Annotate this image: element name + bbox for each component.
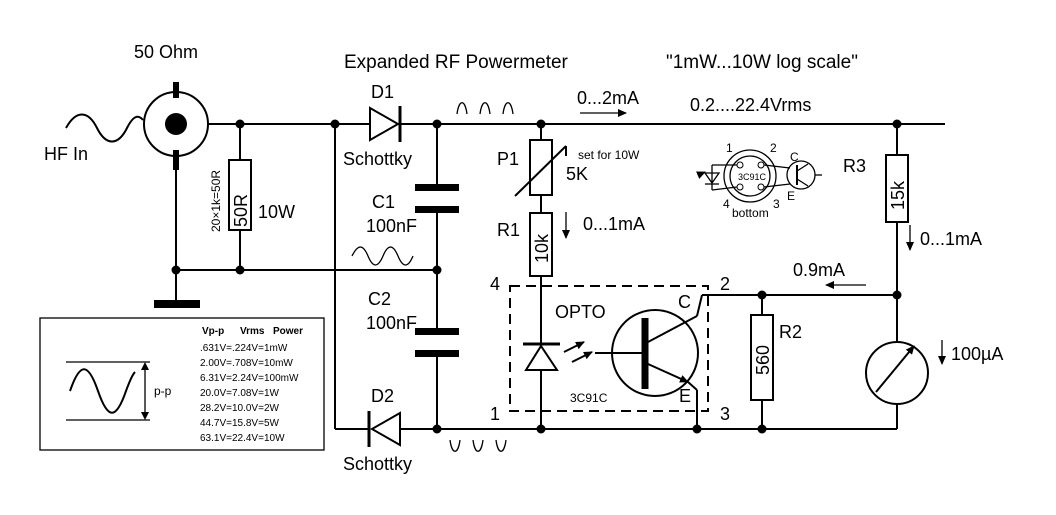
potentiometer-p1-value: 5K <box>566 164 588 184</box>
table-row: 44.7V=15.8V=5W <box>200 418 280 429</box>
table-row: 28.2V=10.0V=2W <box>200 403 280 414</box>
diode-d2-label: D2 <box>371 386 394 406</box>
top-voltage-label: 0.2....22.4Vrms <box>690 95 811 115</box>
load-resistor-power: 10W <box>258 202 295 222</box>
resistor-r2-value: 560 <box>753 345 773 375</box>
table-row: 2.00V=.708V=10mW <box>200 358 293 369</box>
top-current-label: 0...2mA <box>577 88 639 108</box>
potentiometer-p1 <box>514 139 567 197</box>
diode-d1 <box>369 106 402 142</box>
pinout-part-number: 3C91C <box>738 172 767 182</box>
opto-part-number: 3C91C <box>570 391 608 405</box>
diode-d2 <box>367 411 401 447</box>
ammeter <box>865 341 929 405</box>
capacitor-c2 <box>415 328 459 357</box>
potentiometer-p1-note: set for 10W <box>578 148 640 162</box>
pinout-pin-2: 2 <box>770 141 777 155</box>
diode-d1-label: D1 <box>371 82 394 102</box>
opto-phototransistor <box>595 309 699 397</box>
junction-dots <box>171 119 902 434</box>
r3-current-label: 0...1mA <box>920 229 982 249</box>
capacitor-c1-value: 100nF <box>366 216 417 236</box>
diode-d2-type: Schottky <box>343 454 412 474</box>
table-row: .631V=.224V=1mW <box>200 343 288 354</box>
resistor-r3-value: 15k <box>888 180 908 210</box>
table-row: 63.1V=22.4V=10W <box>200 433 285 444</box>
meter-range-label: 100µA <box>951 344 1003 364</box>
capacitor-c2-label: C2 <box>368 289 391 309</box>
resistor-r2-label: R2 <box>779 322 802 342</box>
opto-collector-label: C <box>678 292 691 312</box>
capacitor-c1 <box>415 184 459 213</box>
power-table: Vp-p Vrms Power .631V=.224V=1mW 2.00V=.7… <box>200 326 303 444</box>
return-current-label: 0.9mA <box>793 260 845 280</box>
pinout-emitter-label: E <box>787 189 795 203</box>
resistor-r2 <box>750 314 774 401</box>
load-resistor-value: 50R <box>231 194 251 227</box>
ac-sine-wave <box>351 246 414 266</box>
capacitor-c1-label: C1 <box>372 192 395 212</box>
connector-impedance-label: 50 Ohm <box>134 42 198 62</box>
table-row: 20.0V=7.08V=1W <box>200 388 280 399</box>
table-header-vrms: Vrms <box>240 326 265 337</box>
rf-input-wave <box>65 113 144 143</box>
pinout-pin-4: 4 <box>723 197 730 211</box>
potentiometer-p1-label: P1 <box>497 149 519 169</box>
pinout-pin-3: 3 <box>773 197 780 211</box>
bnc-connector <box>143 82 209 170</box>
diagram-subtitle: "1mW...10W log scale" <box>666 52 858 73</box>
load-resistor-note: 20×1k=50R <box>209 170 223 232</box>
opto-pin-1: 1 <box>490 404 500 424</box>
resistor-r3-label: R3 <box>843 156 866 176</box>
resistor-r3 <box>885 154 909 223</box>
opto-emitter-label: E <box>679 386 691 406</box>
diode-d1-type: Schottky <box>343 149 412 169</box>
opto-pin-3: 3 <box>720 404 730 424</box>
positive-half-waves <box>456 102 514 115</box>
resistor-r1-value: 10k <box>532 233 552 263</box>
pinout-inset <box>696 149 822 203</box>
hf-input-label: HF In <box>44 144 88 164</box>
opto-pin-2: 2 <box>720 274 730 294</box>
negative-half-waves <box>449 439 507 452</box>
optocoupler-outline <box>509 285 709 412</box>
power-table-box <box>39 317 325 451</box>
pp-label: p-p <box>154 384 172 398</box>
diagram-title: Expanded RF Powermeter <box>344 52 569 73</box>
table-header-power: Power <box>273 326 303 337</box>
table-header-vpp: Vp-p <box>202 326 224 337</box>
resistor-r1-label: R1 <box>497 220 520 240</box>
opto-pin-4: 4 <box>490 274 500 294</box>
resistor-r1 <box>529 212 553 277</box>
r1-current-label: 0...1mA <box>583 214 645 234</box>
table-row: 6.31V=2.24V=100mW <box>200 373 299 384</box>
opto-label: OPTO <box>555 302 606 322</box>
pinout-pin-1: 1 <box>726 141 733 155</box>
pinout-collector-label: C <box>790 150 799 164</box>
opto-led <box>523 341 593 371</box>
capacitor-c2-value: 100nF <box>366 313 417 333</box>
load-resistor <box>228 159 252 231</box>
pp-waveform <box>66 361 150 421</box>
pinout-bottom-label: bottom <box>732 206 769 220</box>
